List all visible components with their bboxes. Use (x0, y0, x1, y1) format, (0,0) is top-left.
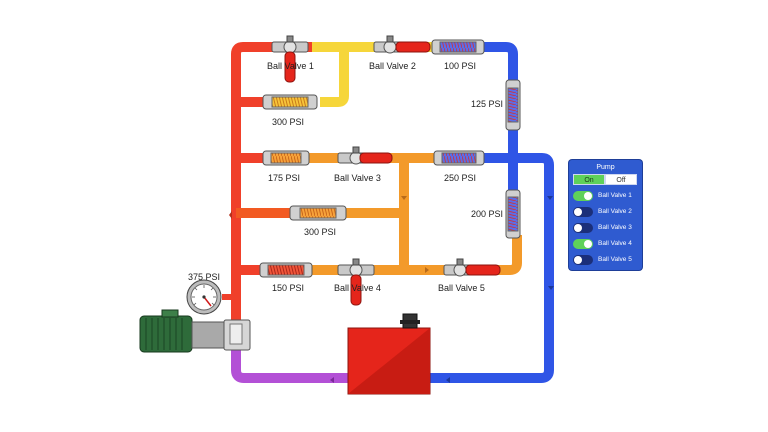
pipe-yellow-drop (320, 47, 349, 107)
toggle-knob (574, 256, 582, 264)
ball-valve-1-toggle-label: Ball Valve 1 (598, 192, 632, 199)
label-ball-valve-1: Ball Valve 1 (267, 61, 314, 71)
toggle-knob (574, 208, 582, 216)
label-300-psi-top: 300 PSI (272, 117, 305, 127)
label-375-psi: 375 PSI (188, 272, 221, 282)
ball-valve-1-toggle[interactable] (573, 191, 593, 201)
pipe-top-blue (440, 42, 518, 160)
hydraulic-pump[interactable] (223, 319, 251, 351)
relief-valve-250[interactable] (433, 150, 485, 166)
label-ball-valve-5: Ball Valve 5 (438, 283, 485, 293)
toggle-knob (584, 240, 592, 248)
ball-valve-1[interactable] (271, 35, 309, 83)
pipe-row-250-blue (430, 153, 554, 383)
label-175-psi: 175 PSI (268, 173, 301, 183)
label-200-psi: 200 PSI (471, 209, 504, 219)
toggle-knob (584, 192, 592, 200)
relief-valve-300-middle[interactable] (289, 205, 347, 221)
ball-valve-5[interactable] (443, 258, 501, 277)
relief-valve-300-top[interactable] (262, 94, 318, 110)
ball-valve-2-toggle-label: Ball Valve 2 (598, 208, 632, 215)
valve-row-4: Ball Valve 4 (573, 238, 641, 250)
label-100-psi: 100 PSI (444, 61, 477, 71)
ball-valve-2-toggle[interactable] (573, 207, 593, 217)
ball-valve-4-toggle[interactable] (573, 239, 593, 249)
control-panel: Pump On Off Ball Valve 1 Ball Valve 2 Ba… (569, 160, 642, 270)
pipe-return-purple (231, 340, 350, 383)
pipe-row-150-orange (308, 235, 522, 275)
label-ball-valve-3: Ball Valve 3 (334, 173, 381, 183)
ball-valve-4-toggle-label: Ball Valve 4 (598, 240, 632, 247)
relief-valve-100[interactable] (431, 39, 485, 55)
relief-valve-175[interactable] (262, 150, 310, 166)
pressure-gauge (186, 279, 222, 315)
valve-row-3: Ball Valve 3 (573, 222, 641, 234)
electric-motor (139, 309, 227, 353)
label-ball-valve-4: Ball Valve 4 (334, 283, 381, 293)
label-125-psi: 125 PSI (471, 99, 504, 109)
ball-valve-5-toggle[interactable] (573, 255, 593, 265)
ball-valve-3-toggle-label: Ball Valve 3 (598, 224, 632, 231)
pump-off-button[interactable]: Off (605, 174, 637, 185)
panel-title: Pump (596, 164, 615, 171)
relief-valve-125[interactable] (505, 79, 521, 131)
ball-valve-4[interactable] (337, 258, 375, 306)
label-250-psi: 250 PSI (444, 173, 477, 183)
reservoir-tank (347, 313, 431, 395)
valve-row-2: Ball Valve 2 (573, 206, 641, 218)
ball-valve-3-toggle[interactable] (573, 223, 593, 233)
label-300-psi-middle: 300 PSI (304, 227, 337, 237)
ball-valve-2[interactable] (373, 35, 431, 54)
valve-row-1: Ball Valve 1 (573, 190, 641, 202)
pump-on-button[interactable]: On (573, 174, 605, 185)
label-150-psi: 150 PSI (272, 283, 305, 293)
label-ball-valve-2: Ball Valve 2 (369, 61, 416, 71)
ball-valve-5-toggle-label: Ball Valve 5 (598, 256, 632, 263)
flow-arrows (229, 196, 554, 383)
pipe-main-riser (231, 42, 300, 320)
ball-valve-3[interactable] (337, 146, 393, 165)
relief-valve-200[interactable] (505, 189, 521, 239)
valve-row-5: Ball Valve 5 (573, 254, 641, 266)
toggle-knob (574, 224, 582, 232)
relief-valve-150[interactable] (259, 262, 313, 278)
